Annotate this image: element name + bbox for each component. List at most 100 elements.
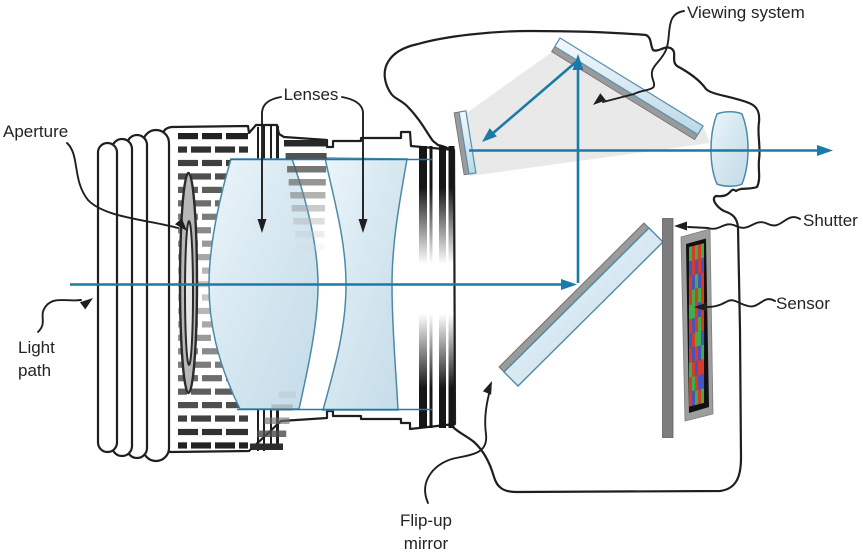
- texture-stripe: [215, 388, 235, 395]
- sensor-leader: [707, 298, 776, 308]
- viewing-beam-region: [461, 42, 710, 176]
- labels: Viewing system Lenses Aperture Light pat…: [3, 3, 858, 553]
- top-mirror-face: [553, 37, 704, 136]
- lens-rib: [96, 141, 119, 454]
- shutter-leader: [687, 216, 801, 230]
- sensor-pixel: [689, 333, 693, 349]
- texture-stripe: [191, 146, 211, 153]
- sensor-pixel: [692, 317, 696, 334]
- label-arrowhead: [175, 218, 187, 231]
- texture-stripe: [178, 402, 198, 409]
- texture-stripe: [178, 159, 198, 167]
- label-arrowheads: [79, 93, 707, 395]
- sensor-pixel: [698, 316, 702, 332]
- texture-stripe: [191, 200, 211, 207]
- texture-stripe: [191, 307, 211, 315]
- texture-stripe: [178, 442, 187, 449]
- aperture-iris: [178, 171, 199, 395]
- flip-up-mirror-leader: [424, 393, 490, 504]
- sensor-pixel: [689, 347, 693, 364]
- sensor-pixel: [695, 259, 699, 275]
- sensor-pixel: [689, 275, 693, 291]
- aperture-leader: [66, 142, 179, 229]
- texture-stripe: [178, 146, 187, 153]
- light-path-leader: [37, 299, 82, 333]
- texture-stripe: [419, 146, 427, 264]
- lens-front-ribs: [96, 128, 171, 463]
- flip-up-mirror-label-line1: Flip-up: [400, 511, 452, 530]
- sensor-panel: [680, 228, 714, 422]
- sensor-pixel: [692, 259, 696, 276]
- flip-up-mirror: [498, 222, 664, 387]
- zoom-ring-knurling-top: [284, 140, 327, 251]
- label-arrowhead: [257, 219, 267, 233]
- texture-stripe: [278, 391, 296, 398]
- sensor-pixel: [689, 318, 693, 335]
- sensor-pixel: [692, 346, 696, 363]
- texture-stripe: [448, 314, 455, 428]
- sensor-pixel: [692, 303, 696, 319]
- texture-stripe: [191, 388, 211, 395]
- sensor-pixel: [698, 359, 702, 376]
- texture-stripe: [202, 186, 222, 193]
- lenses-right-leader: [341, 96, 364, 222]
- sensor-pixel: [689, 391, 693, 407]
- sensor-pixel: [695, 389, 699, 406]
- texture-stripe: [202, 428, 222, 436]
- texture-stripe: [191, 173, 211, 180]
- sensor-pixel: [689, 362, 693, 378]
- eyepiece-lens: [710, 111, 749, 187]
- sensor-mosaic: [689, 243, 705, 407]
- label-arrowhead: [482, 381, 492, 395]
- sensor-label: Sensor: [776, 294, 830, 313]
- sensor-pixel: [701, 286, 705, 303]
- texture-stripe: [191, 227, 211, 234]
- aperture-label: Aperture: [3, 122, 68, 141]
- shutter-label: Shutter: [803, 211, 858, 230]
- texture-stripe: [264, 417, 290, 424]
- sensor-pixel: [689, 376, 693, 393]
- texture-stripe: [226, 428, 248, 436]
- lenses-label: Lenses: [284, 85, 339, 104]
- flip-up-mirror-face: [503, 227, 664, 387]
- sensor-pixel: [698, 345, 702, 361]
- light-path-label-line1: Light: [18, 338, 55, 357]
- sensor-pixel: [698, 374, 702, 390]
- sensor-pixel: [695, 244, 699, 261]
- top-mirror: [551, 37, 704, 141]
- lens-plane-lines: [230, 158, 432, 411]
- texture-stripe: [215, 415, 235, 422]
- label-arrowhead: [79, 298, 93, 310]
- texture-stripe: [439, 146, 446, 264]
- sensor-pixel: [695, 273, 699, 290]
- light-path-rays: [70, 61, 819, 286]
- sensor-pixel: [692, 390, 696, 406]
- texture-stripe: [178, 133, 198, 140]
- ray-arrowhead: [482, 128, 497, 142]
- sensor-pixel: [701, 344, 705, 361]
- sensor-pixel: [692, 274, 696, 290]
- light-path-arrowheads: [482, 54, 833, 290]
- sensor-pixel: [692, 361, 696, 377]
- sensor-pixel: [689, 289, 693, 306]
- sensor-pixel: [701, 243, 705, 259]
- texture-stripe: [202, 402, 222, 409]
- sensor-pixel: [698, 287, 702, 303]
- sensor-pixel: [695, 317, 699, 333]
- sensor-pixel: [701, 315, 705, 332]
- texture-stripe: [202, 133, 222, 140]
- texture-stripe: [288, 179, 326, 186]
- light-path-diagonal-ray: [491, 61, 577, 135]
- sensor-pixel: [701, 359, 705, 375]
- viewing-system-leader: [602, 10, 685, 103]
- sensor-pixel: [698, 243, 702, 260]
- sensor-pixel: [701, 272, 705, 288]
- texture-stripe: [215, 146, 235, 153]
- texture-stripe: [239, 415, 248, 422]
- sensor-pixel: [692, 288, 696, 305]
- texture-stripe: [215, 442, 235, 449]
- texture-stripe: [448, 146, 455, 264]
- texture-stripe: [202, 159, 222, 167]
